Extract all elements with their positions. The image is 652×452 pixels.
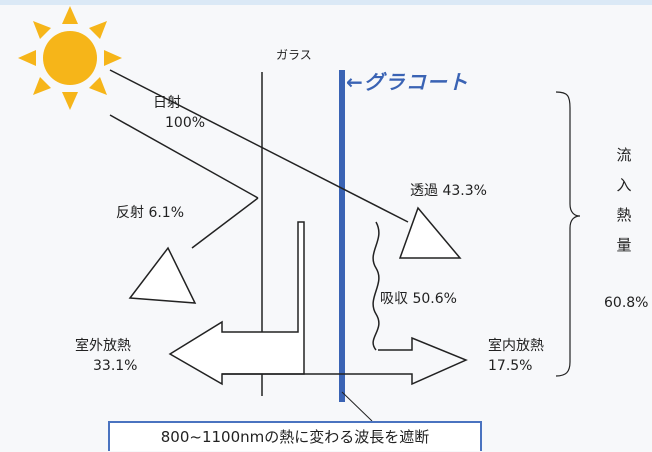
sun-icon	[18, 6, 122, 110]
inflow-vertical-label: 流 入 熱 量	[612, 140, 636, 260]
callout-leader	[341, 391, 373, 422]
indoor-label: 室内放熱	[488, 338, 544, 354]
absorption-wave	[372, 221, 380, 351]
inflow-char: 熱	[616, 206, 632, 224]
solar-ray	[109, 69, 409, 223]
outdoor-label: 室外放熱	[75, 338, 131, 354]
reflection-label: 反射 6.1%	[116, 205, 185, 221]
callout-box: 800~1100nmの熱に変わる波長を遮断	[108, 421, 482, 451]
transmission-label: 透過 43.3%	[410, 183, 487, 199]
glass-label: ガラス	[276, 48, 312, 62]
inflow-char: 量	[616, 236, 632, 254]
absorption-label: 吸収 50.6%	[380, 291, 457, 307]
outdoor-arrow	[168, 221, 305, 386]
indoor-arrow	[222, 336, 468, 386]
inflow-bracket	[555, 91, 581, 377]
coat-title: ←グラコート	[346, 70, 469, 94]
transmission-arrow	[398, 206, 462, 259]
indoor-value: 17.5%	[488, 358, 533, 374]
solar-label: 日射	[153, 95, 181, 111]
solar-value: 100%	[165, 115, 206, 131]
outdoor-value: 33.1%	[93, 358, 138, 374]
reflection-arrow	[128, 246, 197, 304]
inflow-value: 60.8%	[604, 295, 649, 311]
reflection-ray-in	[109, 114, 259, 199]
inflow-char: 流	[616, 146, 632, 164]
inflow-char: 入	[616, 176, 632, 194]
top-band	[0, 0, 652, 5]
